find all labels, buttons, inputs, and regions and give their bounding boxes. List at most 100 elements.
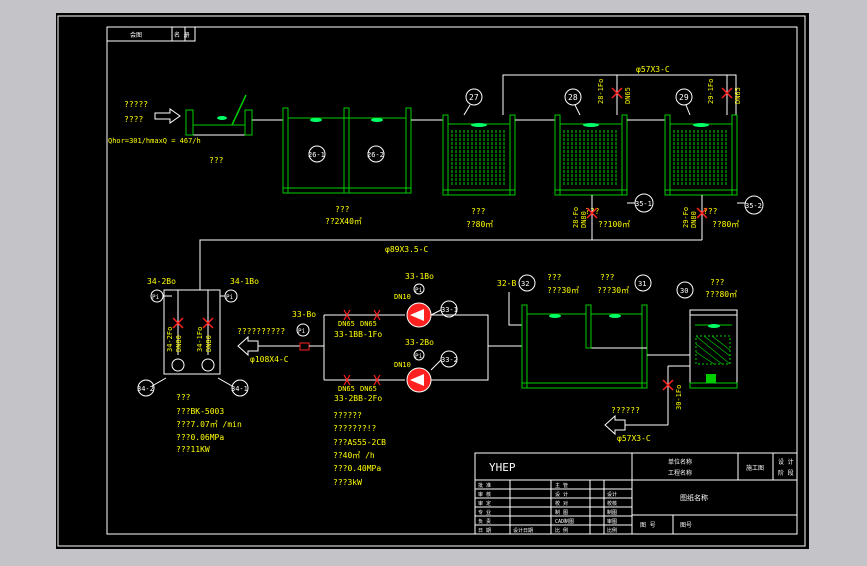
svg-text:DN10: DN10: [394, 293, 411, 301]
outflow-bottom-label: ??????: [611, 406, 640, 415]
pump33-flow: ??40㎥ /h: [333, 451, 375, 460]
svg-text:DN10: DN10: [394, 361, 411, 369]
tank32-name: ???: [547, 273, 562, 282]
title-block-cell: 主 管: [555, 482, 568, 489]
tag-33-2bo: 33-2Bo: [405, 338, 434, 347]
tag-35-1: [634, 193, 654, 213]
tag-28: [564, 88, 582, 106]
inflow-arrow: [154, 108, 181, 124]
blower34-model: ???BK-5003: [176, 407, 224, 416]
svg-text:28-Fo: 28-Fo: [572, 207, 580, 228]
tank27-name: ???: [471, 207, 486, 216]
canvas-background: [56, 13, 809, 549]
top-pipe-label: φ57X3-C: [636, 65, 670, 74]
svg-text:29-Fo: 29-Fo: [682, 207, 690, 228]
corner-tab-label-1: 会图: [130, 31, 142, 39]
pump33-pressure: ???0.40MPa: [333, 464, 381, 473]
top-pipe: [502, 74, 737, 115]
inflow-label-1: ?????: [124, 100, 148, 109]
svg-text:DN65: DN65: [360, 385, 377, 393]
pump33-power: ???3kW: [333, 478, 362, 487]
tank26-spec: ??2X40㎥: [325, 217, 362, 226]
design-label: 设 计: [778, 458, 794, 466]
tank30-spec: ???80㎥: [705, 290, 737, 299]
drawing-no-label: 图 号: [640, 522, 656, 529]
valve-28-1: [611, 87, 623, 99]
outflow-label: ??????????: [237, 327, 285, 336]
tag-33-2: [440, 350, 458, 368]
tag-32-b: 32-B: [497, 279, 516, 288]
blower34-name: ???: [176, 393, 191, 402]
svg-text:DN80: DN80: [175, 335, 183, 352]
tag-31: [634, 274, 652, 292]
pump33-desc: ???????!?: [333, 424, 377, 433]
left-pipe-label: φ108X4-C: [250, 355, 289, 364]
unit-name-label: 单位名称: [668, 458, 692, 466]
svg-text:34-2: 34-2: [137, 385, 154, 393]
valve-33-1-label: 33-1BB-1Fo: [334, 330, 382, 339]
blower34-flow: ???7.07㎥ /min: [176, 420, 242, 429]
svg-text:32: 32: [521, 280, 529, 288]
title-block-cell: 审图: [607, 518, 617, 525]
valve-33-1b: [373, 309, 381, 321]
svg-text:34-2Fo: 34-2Fo: [166, 327, 174, 352]
tag-34-2bo: 34-2Bo: [147, 277, 176, 286]
tag-26-2: [367, 145, 385, 163]
tank26-name: ???: [335, 205, 350, 214]
outflow-arrow-bottom: [604, 414, 626, 436]
tank-30: [689, 309, 738, 389]
title-block-cell: 审 核: [478, 491, 491, 498]
svg-text:33-2: 33-2: [441, 356, 458, 364]
svg-text:Pi: Pi: [226, 294, 234, 301]
svg-text:33-1: 33-1: [441, 306, 458, 314]
valve-28-bottom: [586, 207, 598, 219]
svg-text:29: 29: [679, 93, 689, 102]
valve-33-1a: [343, 309, 351, 321]
svg-text:30: 30: [680, 287, 688, 295]
drawing-name: 图纸名称: [680, 493, 708, 502]
title-block-cell: 设计: [607, 491, 617, 498]
tank31-spec: ???30㎥: [597, 286, 629, 295]
pressure-gauge-33: [296, 323, 310, 337]
title-block: [474, 452, 798, 535]
blower-34-enclosure: [163, 289, 221, 375]
reactor-29: [664, 114, 738, 196]
pump33-model: ???AS55-2CB: [333, 438, 386, 447]
tank-32-31: [521, 304, 648, 389]
svg-text:DN80: DN80: [580, 211, 588, 228]
title-block-cell: CAD制图: [555, 518, 574, 525]
pressure-gauge-33-1: [413, 283, 425, 295]
valve-29-1: [721, 87, 733, 99]
outer-frame: [57, 15, 806, 547]
company-name: YHEP: [489, 461, 516, 474]
title-block-cell: 设 计: [555, 491, 568, 498]
bottom-pipe-label: φ57X3-C: [617, 434, 651, 443]
svg-text:34-1: 34-1: [231, 385, 248, 393]
tank29-name: ???: [703, 207, 718, 216]
reactor-28: [554, 114, 628, 196]
tag-33-1bo: 33-1Bo: [405, 272, 434, 281]
blower-34-2-icon: [171, 358, 185, 372]
tag-33-1: [440, 300, 458, 318]
corner-tab-label-2: 名 册: [174, 31, 190, 39]
title-block-cell: 制 图: [555, 509, 568, 516]
svg-text:DN65: DN65: [734, 87, 742, 104]
tag-34-1: [231, 379, 249, 397]
tank30-name: ???: [710, 278, 725, 287]
tag-26-1: [308, 145, 326, 163]
svg-text:DN80: DN80: [690, 211, 698, 228]
screen-label: ???: [209, 156, 224, 165]
tag-32: [518, 274, 536, 292]
tag-34-2: [137, 379, 155, 397]
inflow-label-2: ????: [124, 115, 143, 124]
tag-33-bo: 33-Bo: [292, 310, 316, 319]
title-block-cell: 审 定: [478, 500, 491, 507]
svg-text:Pi: Pi: [415, 287, 423, 294]
svg-text:35-1: 35-1: [635, 200, 652, 208]
drawing-no: 图号: [680, 522, 692, 529]
valve-34-1: [202, 317, 214, 329]
svg-text:34-1Fo: 34-1Fo: [196, 327, 204, 352]
